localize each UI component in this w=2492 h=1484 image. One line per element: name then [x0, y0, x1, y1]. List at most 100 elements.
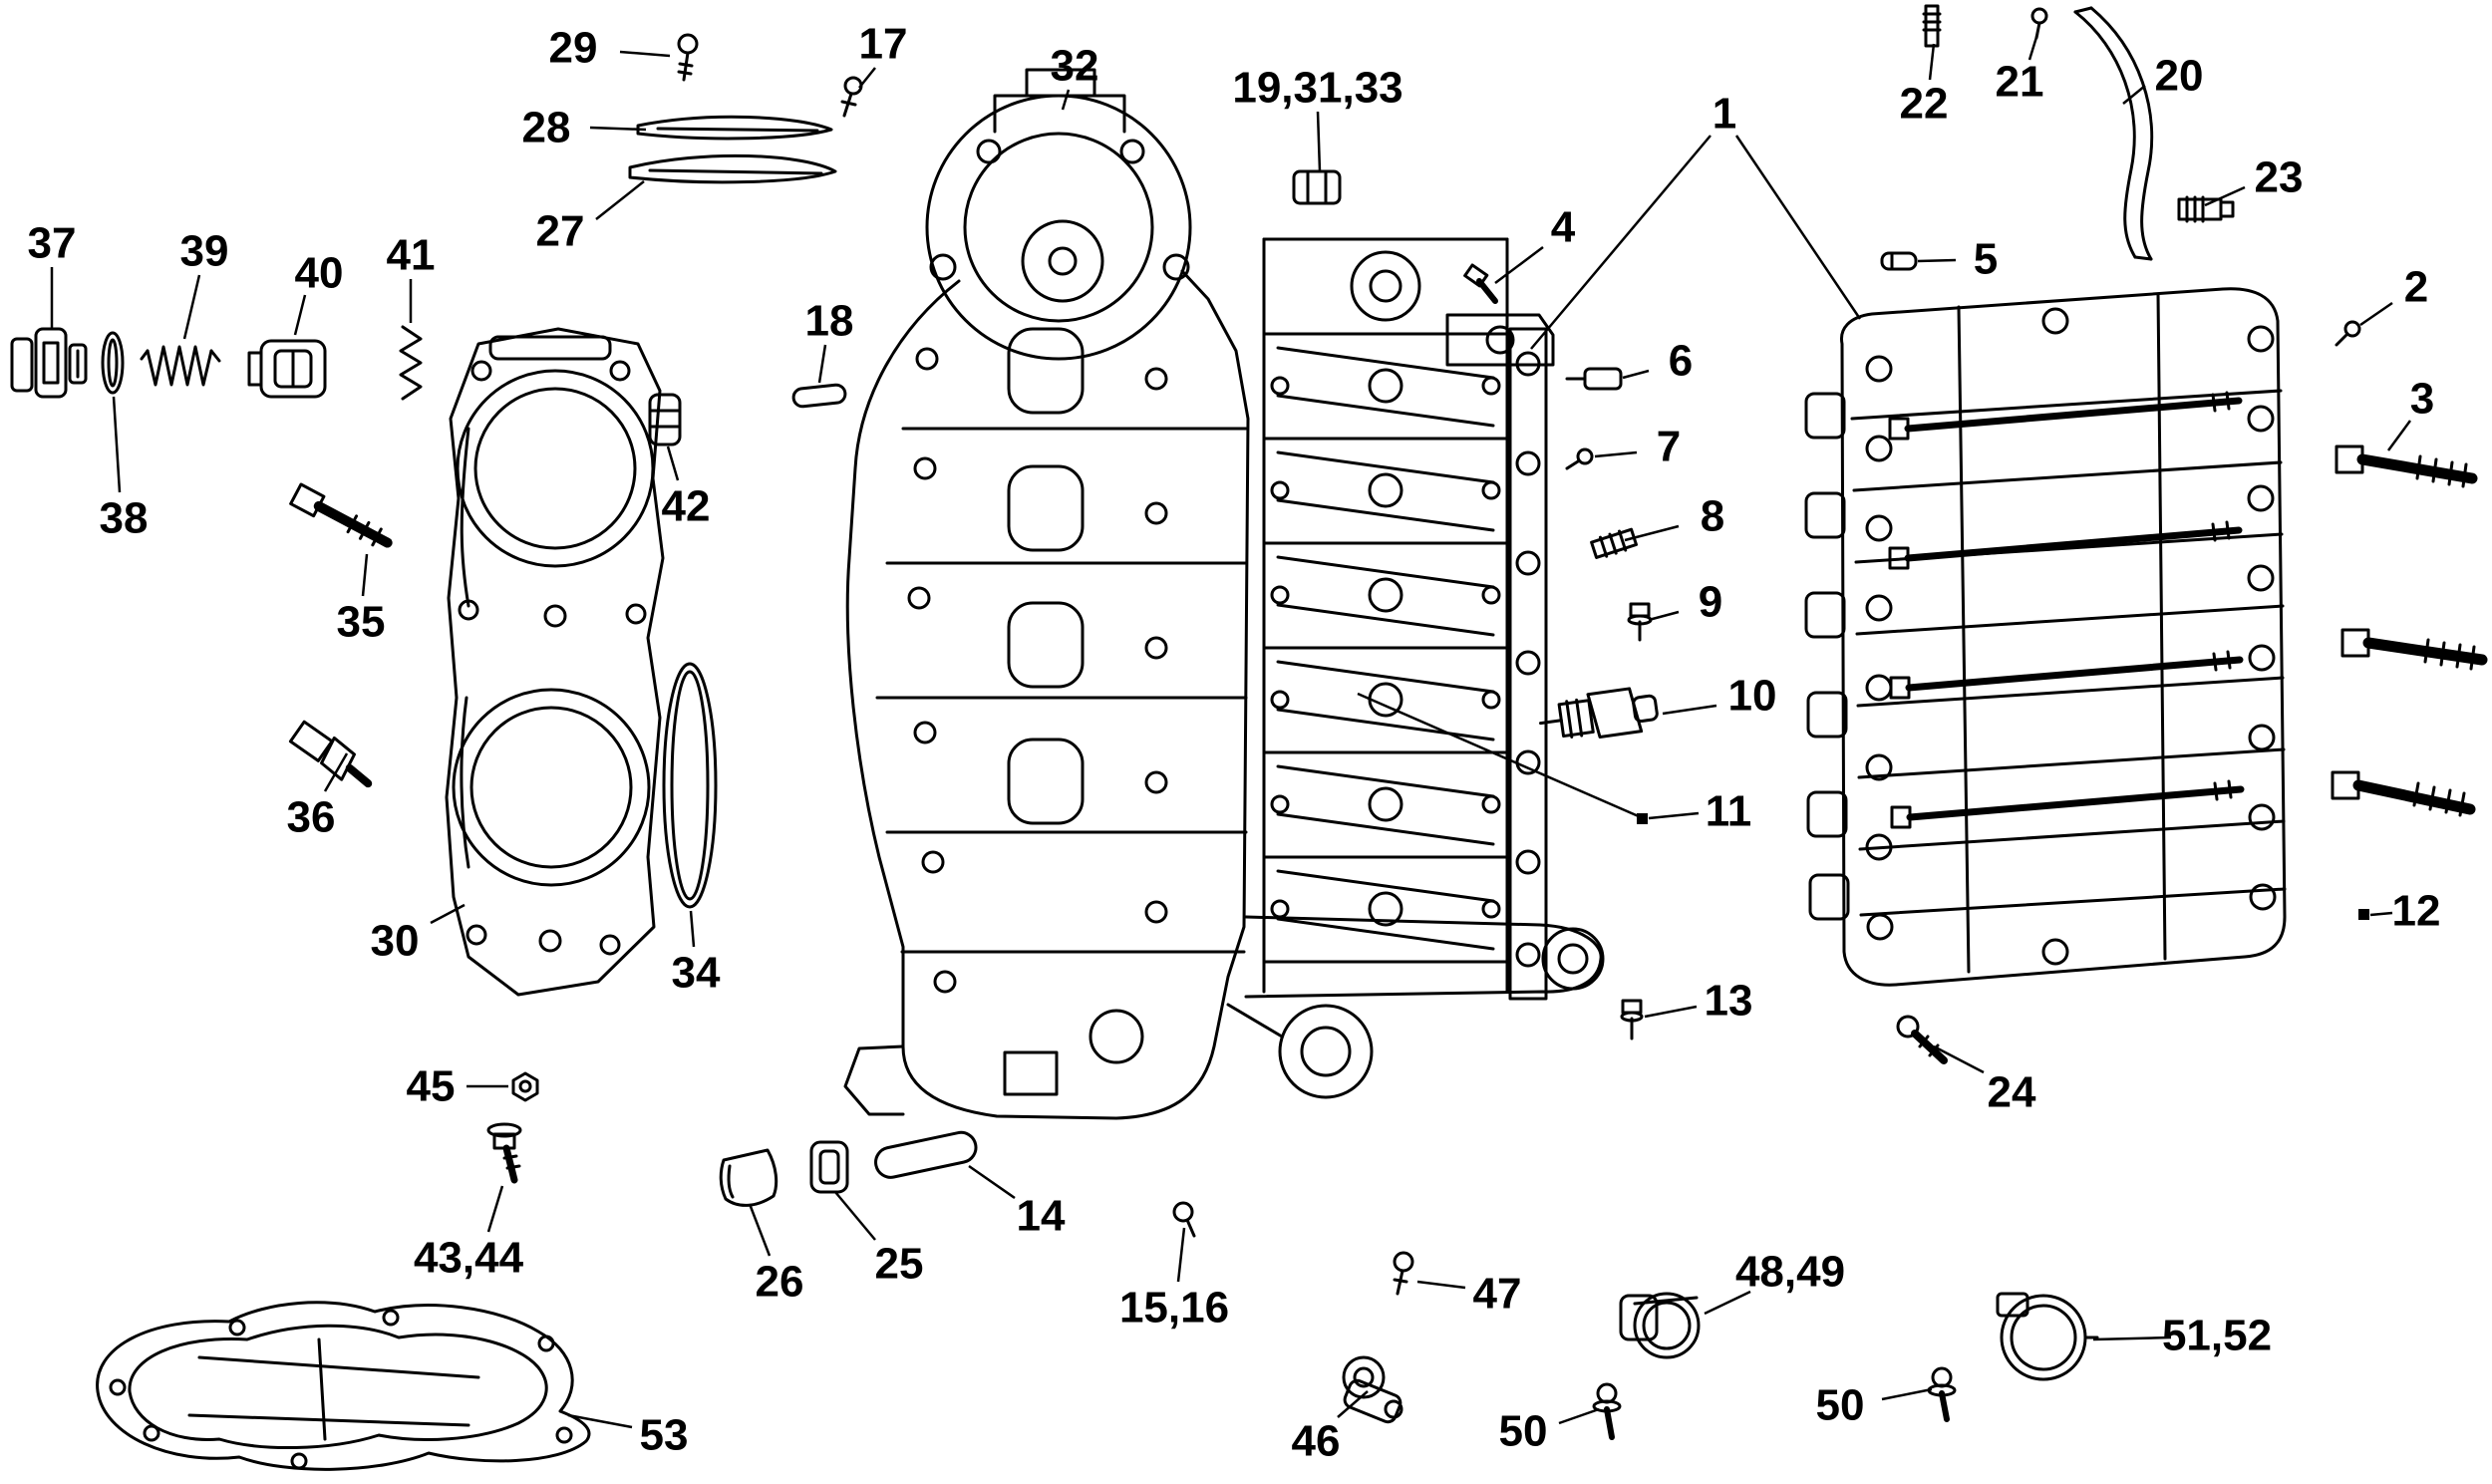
callout-51-52: 51,52: [2162, 1312, 2272, 1360]
leader-line: [1357, 692, 1642, 819]
callout-9: 9: [1699, 578, 1722, 627]
callout-13: 13: [1705, 977, 1753, 1026]
leader-line: [1337, 1390, 1369, 1418]
part-reed-plates-27-28: [628, 115, 837, 184]
leader-line: [293, 294, 307, 336]
part-crankcase-top-boss: [925, 68, 1192, 361]
callout-27: 27: [536, 207, 585, 256]
leader-line: [1662, 704, 1717, 716]
leader-line: [2122, 85, 2146, 105]
callout-36: 36: [287, 793, 336, 842]
callout-15-16: 15,16: [1119, 1284, 1229, 1333]
callout-7: 7: [1657, 423, 1681, 471]
part-clamp-51-52: [1996, 1292, 2099, 1381]
leader-line: [968, 1164, 1016, 1200]
leader-line: [834, 1191, 876, 1241]
callout-5: 5: [1974, 235, 1998, 284]
part-crankcase-body: [843, 269, 1250, 1120]
leader-line: [323, 752, 349, 792]
callout-46: 46: [1292, 1417, 1341, 1466]
leader-line: [567, 1413, 633, 1429]
callout-11: 11: [1706, 787, 1752, 836]
leader-line: [361, 553, 369, 597]
callout-32: 32: [1051, 42, 1099, 91]
part-screw-29: [677, 33, 699, 82]
part-fitting-23: [2177, 195, 2235, 223]
callout-50: 50: [1499, 1407, 1548, 1456]
leader-line: [1622, 369, 1650, 380]
leader-line: [2359, 301, 2393, 327]
callout-35: 35: [337, 598, 386, 647]
callout-53: 53: [640, 1411, 689, 1460]
part-screw-21: [2030, 7, 2048, 40]
leader-line: [430, 903, 466, 925]
part-cap-26: [719, 1148, 779, 1207]
callout-34: 34: [672, 949, 721, 998]
leader-line: [1176, 1227, 1186, 1283]
callout-25: 25: [875, 1240, 924, 1289]
callout-30: 30: [371, 917, 420, 966]
callout-2: 2: [2404, 263, 2428, 312]
part-spark-plug-36: [288, 720, 373, 788]
part-bolt-9: [1627, 602, 1653, 642]
part-cylinder-block-rear: [1804, 287, 2287, 987]
part-dowel-pin-18: [791, 383, 847, 409]
leader-line: [817, 344, 827, 384]
leader-line: [1594, 450, 1638, 458]
part-crankshaft-stack: [1262, 237, 1548, 1001]
part-bolt-13: [1620, 999, 1644, 1040]
leader-line: [595, 180, 645, 220]
part-fitting-5: [1880, 251, 1918, 271]
leader-line: [689, 910, 696, 948]
part-nut-45: [511, 1071, 539, 1102]
leader-line: [1316, 111, 1322, 172]
part-oring-38: [101, 331, 125, 395]
callout-18: 18: [805, 297, 854, 346]
part-spring-39: [140, 345, 221, 387]
part-exhaust-plate-53: [96, 1301, 591, 1471]
part-bolt-4: [1463, 263, 1498, 304]
part-crankcase-arm: [1226, 915, 1605, 1099]
callout-20: 20: [2155, 52, 2204, 101]
leader-line: [619, 50, 671, 58]
callout-39: 39: [180, 227, 229, 276]
part-screw-43-44: [486, 1122, 522, 1184]
part-dot-11: [1637, 813, 1648, 824]
callout-3: 3: [2410, 375, 2434, 424]
part-dot-12: [2358, 909, 2369, 920]
part-bolts-3: [2331, 445, 2488, 817]
part-grommet-42: [648, 393, 682, 446]
leader-line: [1734, 135, 1862, 320]
part-screw-24: [1896, 1015, 1948, 1064]
callout-24: 24: [1988, 1068, 2036, 1117]
callout-12: 12: [2392, 887, 2441, 936]
leader-line: [666, 445, 680, 481]
leader-line: [1624, 524, 1680, 542]
leader-line: [1881, 1387, 1933, 1401]
callout-8: 8: [1701, 492, 1724, 541]
part-cylinder-head-30: [445, 327, 665, 997]
leader-line: [486, 1185, 504, 1233]
callout-10: 10: [1728, 672, 1777, 721]
part-screw-17: [840, 76, 863, 118]
callout-48-49: 48,49: [1735, 1248, 1845, 1297]
callout-23: 23: [2255, 153, 2304, 202]
leader-line: [1530, 135, 1712, 350]
leader-line: [112, 396, 122, 493]
callout-37: 37: [28, 219, 77, 268]
part-seal-kit-37: [10, 327, 88, 399]
part-clamp-48-49: [1619, 1292, 1701, 1359]
part-spark-plug-10: [1539, 687, 1659, 740]
callout-45: 45: [407, 1062, 456, 1111]
callout-19-31-33: 19,31,33: [1232, 64, 1402, 113]
callout-47: 47: [1473, 1270, 1522, 1319]
part-bearing-40: [247, 339, 327, 399]
part-fitting-19-31-33: [1292, 169, 1342, 205]
part-screw-47: [1393, 1251, 1414, 1296]
leader-line: [1917, 258, 1957, 263]
leader-line: [1558, 1407, 1600, 1425]
leader-line: [182, 274, 201, 340]
callout-42: 42: [662, 482, 711, 531]
part-screw-2: [2335, 320, 2361, 347]
